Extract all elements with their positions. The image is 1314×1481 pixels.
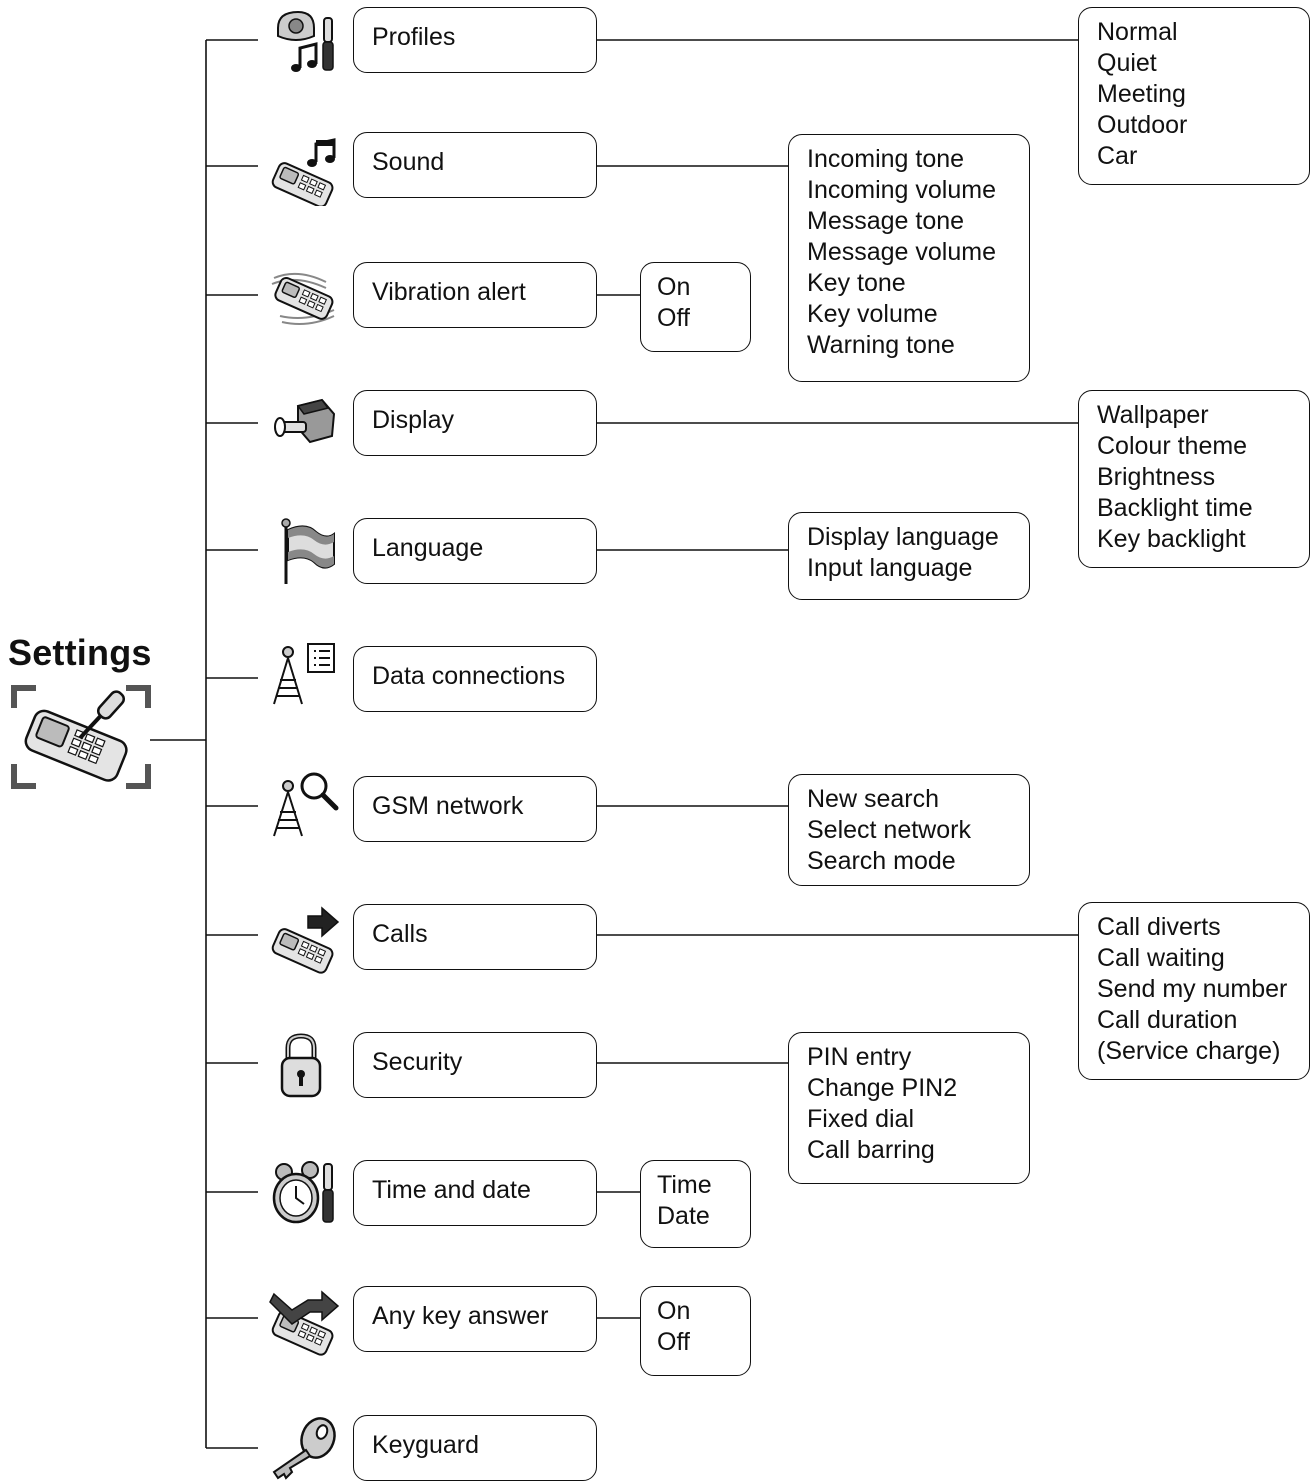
option-item[interactable]: Outdoor xyxy=(1097,111,1188,139)
option-item[interactable]: Call waiting xyxy=(1097,944,1225,972)
option-item[interactable]: Incoming volume xyxy=(807,176,996,204)
gsm-network-options: New search Select network Search mode xyxy=(788,774,1030,886)
menu-label: Vibration alert xyxy=(372,278,526,306)
option-item[interactable]: Change PIN2 xyxy=(807,1074,958,1102)
menu-label: Calls xyxy=(372,920,428,948)
option-item[interactable]: New search xyxy=(807,785,939,813)
option-item[interactable]: Message volume xyxy=(807,238,996,266)
option-item[interactable]: Input language xyxy=(807,554,973,582)
time-and-date-options: Time Date xyxy=(640,1160,751,1248)
padlock-icon xyxy=(276,1030,346,1098)
option-item[interactable]: Wallpaper xyxy=(1097,401,1209,429)
option-item[interactable]: On xyxy=(657,273,691,301)
calls-options: Call diverts Call waiting Send my number… xyxy=(1078,902,1310,1080)
language-options: Display language Input language xyxy=(788,512,1030,600)
vibration-icon xyxy=(268,264,338,330)
profiles-icon xyxy=(270,8,340,74)
option-item[interactable]: Off xyxy=(657,1328,690,1356)
option-item[interactable]: Call barring xyxy=(807,1136,935,1164)
menu-label: Language xyxy=(372,534,484,562)
menu-item-sound[interactable]: Sound xyxy=(353,132,597,198)
option-item[interactable]: Warning tone xyxy=(807,331,955,359)
option-item[interactable]: Key tone xyxy=(807,269,906,297)
option-item[interactable]: Date xyxy=(657,1202,710,1230)
menu-label: Data connections xyxy=(372,662,566,690)
settings-icon xyxy=(10,684,152,790)
menu-item-security[interactable]: Security xyxy=(353,1032,597,1098)
menu-label: Keyguard xyxy=(372,1431,480,1459)
menu-label: Time and date xyxy=(372,1176,531,1204)
option-item[interactable]: Meeting xyxy=(1097,80,1186,108)
option-item[interactable]: (Service charge) xyxy=(1097,1037,1281,1065)
calls-icon xyxy=(268,904,340,974)
language-flag-icon xyxy=(272,516,342,584)
option-item[interactable]: Brightness xyxy=(1097,463,1216,491)
vibration-alert-options: On Off xyxy=(640,262,751,352)
menu-item-profiles[interactable]: Profiles xyxy=(353,7,597,73)
page-title: Settings xyxy=(8,632,152,673)
data-connections-icon xyxy=(266,640,336,706)
menu-item-keyguard[interactable]: Keyguard xyxy=(353,1415,597,1481)
menu-item-gsm-network[interactable]: GSM network xyxy=(353,776,597,842)
alarm-clock-icon xyxy=(270,1158,340,1224)
option-item[interactable]: On xyxy=(657,1297,691,1325)
option-item[interactable]: Backlight time xyxy=(1097,494,1253,522)
sound-options: Incoming tone Incoming volume Message to… xyxy=(788,134,1030,382)
option-item[interactable]: Message tone xyxy=(807,207,965,235)
option-item[interactable]: Quiet xyxy=(1097,49,1157,77)
option-item[interactable]: Normal xyxy=(1097,18,1178,46)
option-item[interactable]: Select network xyxy=(807,816,971,844)
option-item[interactable]: Fixed dial xyxy=(807,1105,914,1133)
menu-item-language[interactable]: Language xyxy=(353,518,597,584)
menu-item-vibration-alert[interactable]: Vibration alert xyxy=(353,262,597,328)
option-item[interactable]: Key volume xyxy=(807,300,938,328)
option-item[interactable]: Send my number xyxy=(1097,975,1288,1003)
menu-item-calls[interactable]: Calls xyxy=(353,904,597,970)
menu-label: Profiles xyxy=(372,23,456,51)
option-item[interactable]: Off xyxy=(657,304,690,332)
option-item[interactable]: Key backlight xyxy=(1097,525,1246,553)
profiles-options: Normal Quiet Meeting Outdoor Car xyxy=(1078,7,1310,185)
menu-label: Security xyxy=(372,1048,463,1076)
menu-label: Sound xyxy=(372,148,445,176)
option-item[interactable]: PIN entry xyxy=(807,1043,912,1071)
security-options: PIN entry Change PIN2 Fixed dial Call ba… xyxy=(788,1032,1030,1184)
menu-label: Any key answer xyxy=(372,1302,549,1330)
menu-item-any-key-answer[interactable]: Any key answer xyxy=(353,1286,597,1352)
display-icon xyxy=(270,392,340,458)
menu-item-data-connections[interactable]: Data connections xyxy=(353,646,597,712)
option-item[interactable]: Colour theme xyxy=(1097,432,1248,460)
menu-item-display[interactable]: Display xyxy=(353,390,597,456)
menu-label: Display xyxy=(372,406,454,434)
option-item[interactable]: Call diverts xyxy=(1097,913,1221,941)
gsm-network-icon xyxy=(266,770,339,837)
any-key-answer-options: On Off xyxy=(640,1286,751,1376)
key-icon xyxy=(266,1414,336,1480)
option-item[interactable]: Display language xyxy=(807,523,999,551)
menu-item-time-and-date[interactable]: Time and date xyxy=(353,1160,597,1226)
option-item[interactable]: Search mode xyxy=(807,847,956,875)
option-item[interactable]: Car xyxy=(1097,142,1138,170)
menu-label: GSM network xyxy=(372,792,524,820)
option-item[interactable]: Time xyxy=(657,1171,712,1199)
any-key-answer-icon xyxy=(268,1286,340,1356)
option-item[interactable]: Incoming tone xyxy=(807,145,965,173)
option-item[interactable]: Call duration xyxy=(1097,1006,1238,1034)
sound-icon xyxy=(268,136,338,206)
display-options: Wallpaper Colour theme Brightness Backli… xyxy=(1078,390,1310,568)
